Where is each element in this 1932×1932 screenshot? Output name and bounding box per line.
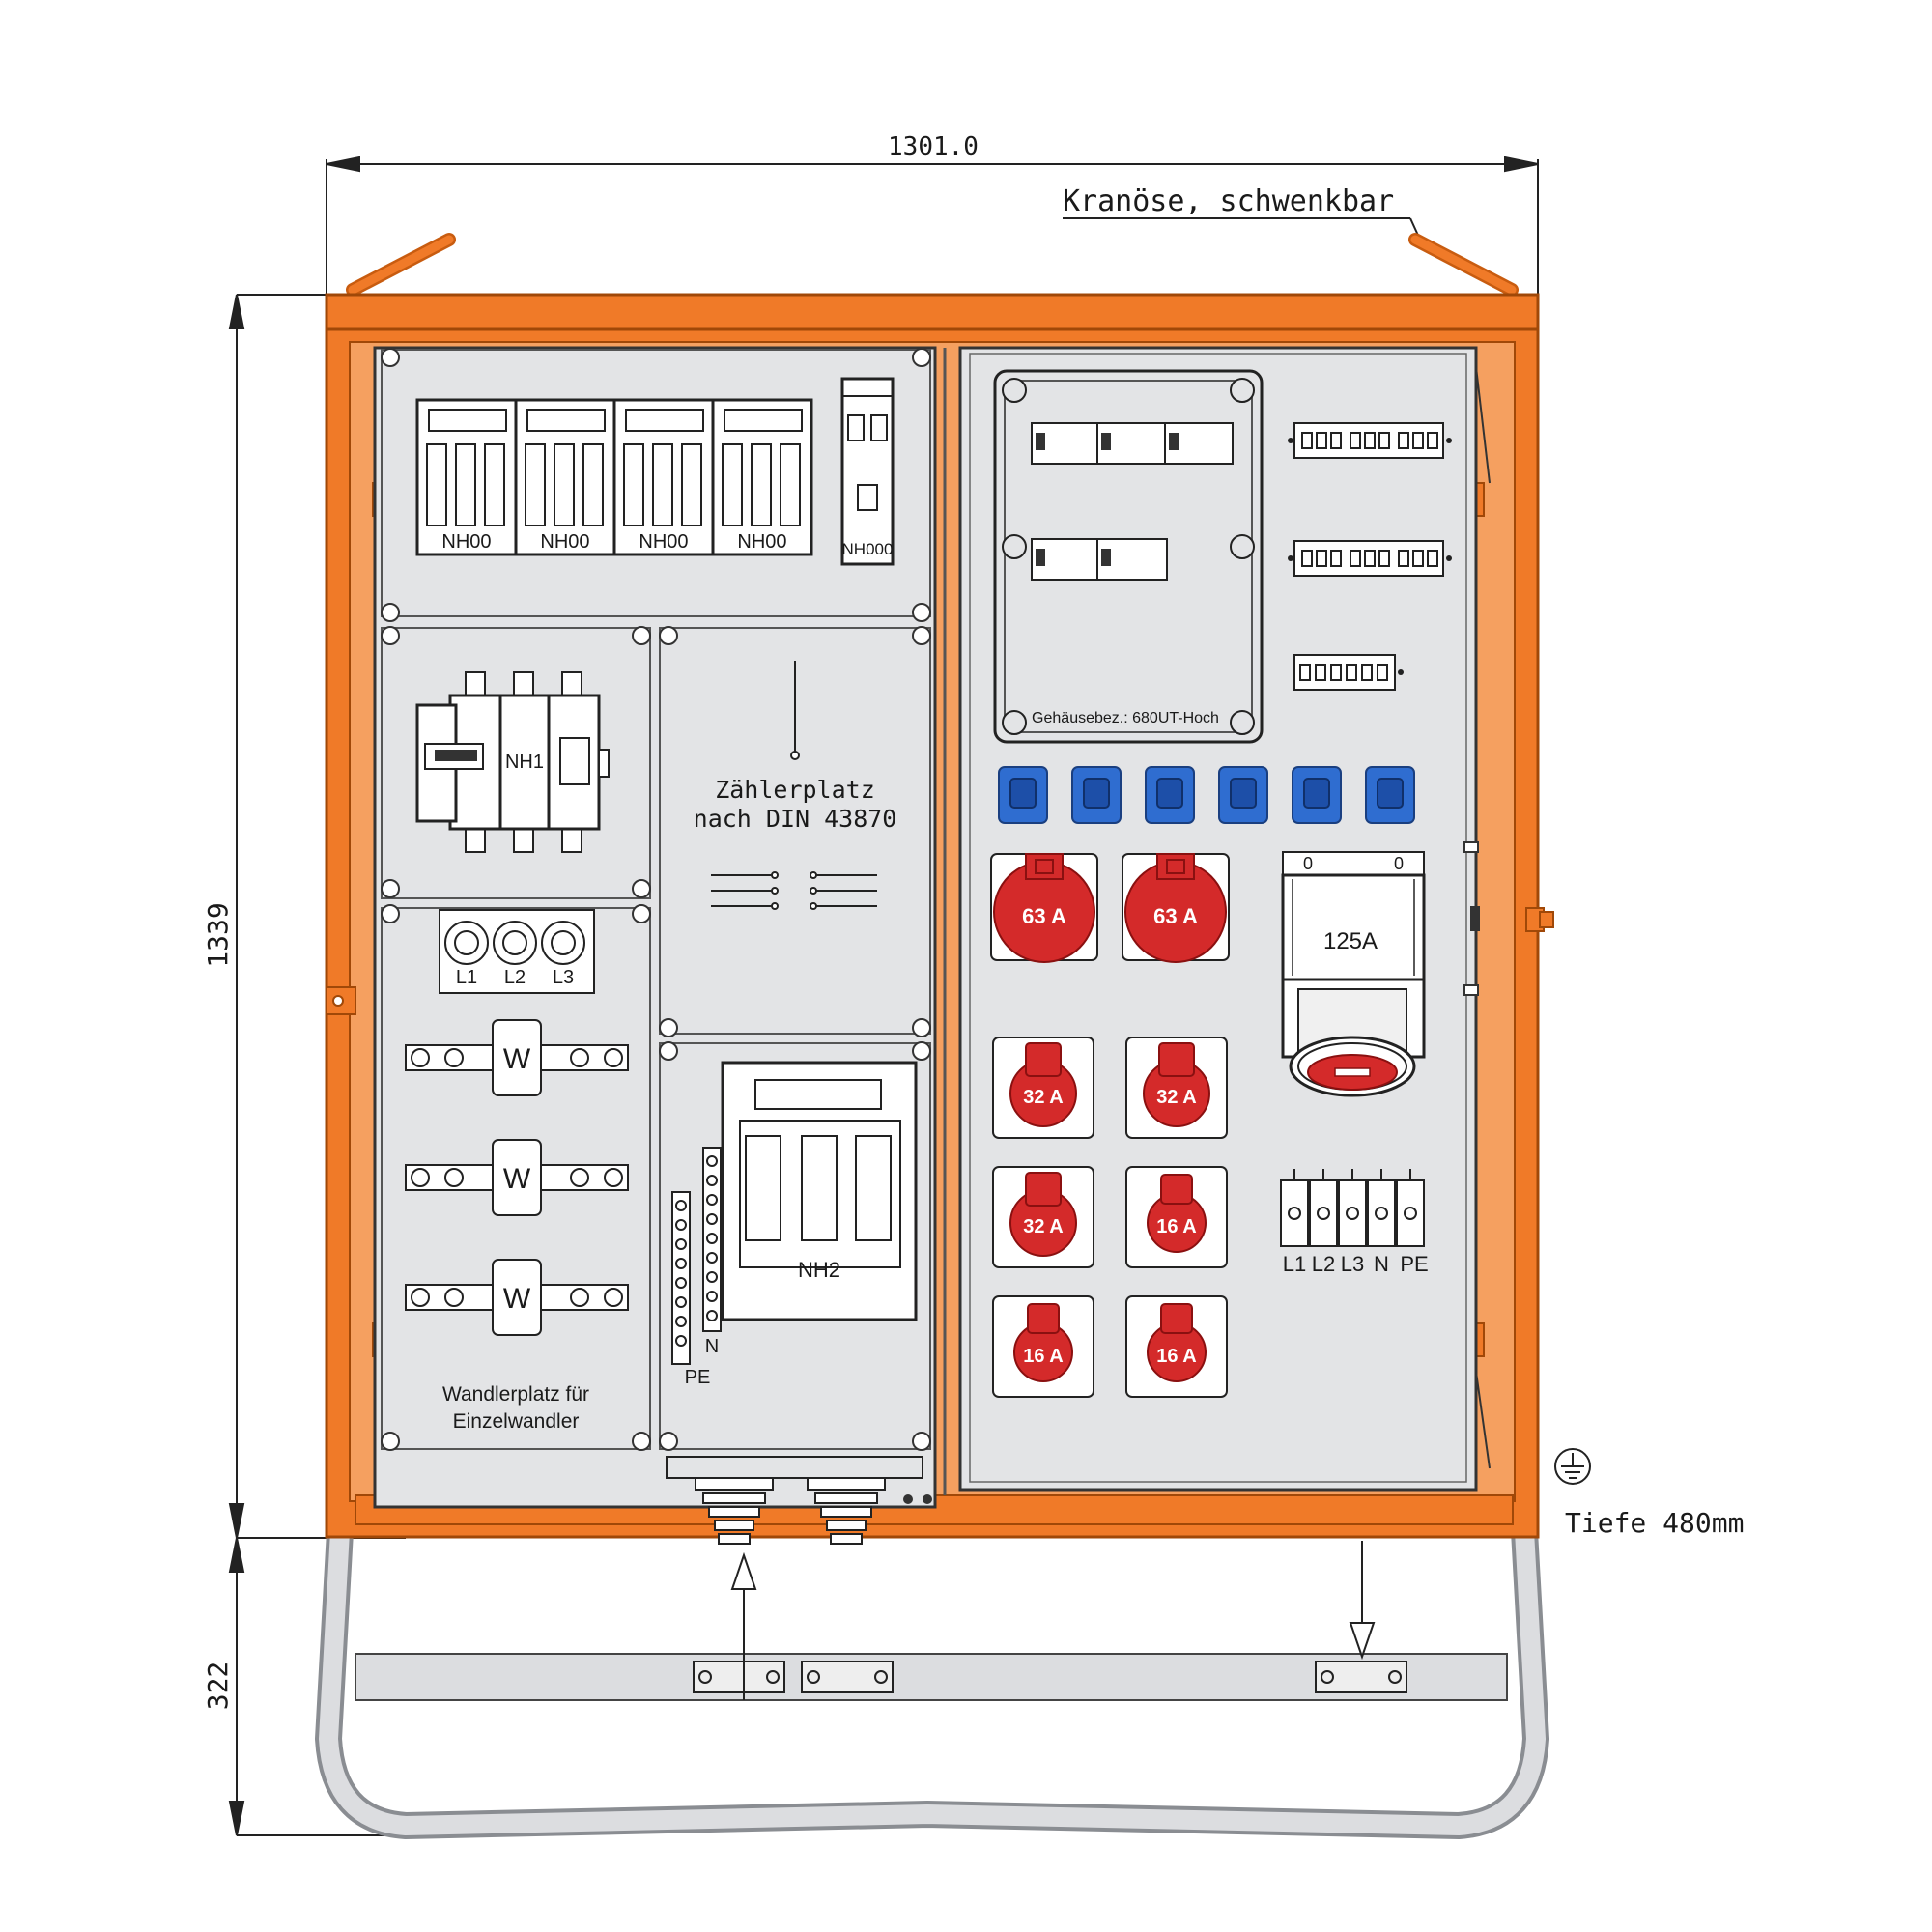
nh00-fuse-group: NH00 NH00 NH00 NH00 — [415, 398, 813, 556]
schuko-socket — [1292, 766, 1342, 824]
cee-rating-label: 32 A — [1023, 1087, 1064, 1108]
cee-socket-125a: 0 0 125A — [1281, 851, 1426, 1097]
schuko-socket — [1365, 766, 1415, 824]
nh00-fuse-base: NH00 — [514, 398, 616, 556]
transformer-place-label-line2: Einzelwandler — [453, 1410, 580, 1433]
cee-socket-32a: 32 A — [992, 1166, 1094, 1268]
terminal-strip — [1288, 422, 1452, 459]
phase-label: L3 — [553, 967, 574, 988]
phase-indicator-lamps: L1 L2 L3 — [439, 909, 595, 994]
meter-place — [711, 661, 877, 910]
schuko-socket-row — [998, 766, 1415, 824]
schuko-socket — [1218, 766, 1268, 824]
crane-eye-label: Kranöse, schwenkbar — [1063, 185, 1394, 218]
cee-socket-32a: 32 A — [1125, 1037, 1228, 1139]
dimension-lines — [228, 156, 1539, 1836]
cee-rating-label: 63 A — [1022, 904, 1066, 928]
terminal-strip — [1288, 540, 1452, 577]
nh2-label: NH2 — [798, 1258, 840, 1282]
switch-mark: 0 — [1394, 854, 1404, 873]
width-dimension-label: 1301.0 — [888, 132, 979, 161]
cee-socket-16a: 16 A — [1125, 1295, 1228, 1398]
meter-place-label-line2: nach DIN 43870 — [694, 805, 897, 833]
transformer-mark: W — [503, 1043, 531, 1075]
nh00-fuse-base: NH00 — [612, 398, 715, 556]
crane-eye-right — [1408, 233, 1519, 297]
cee-socket-63a: 63 A — [990, 853, 1098, 963]
nh00-label: NH00 — [441, 531, 491, 553]
base-height-dimension-label: 322 — [202, 1662, 234, 1711]
depth-label: Tiefe 480mm — [1565, 1507, 1744, 1539]
cable-exit-arrow — [1349, 1541, 1376, 1661]
transformer-mark: W — [503, 1163, 531, 1195]
current-transformer: W — [405, 1139, 629, 1216]
cee-125-rating: 125A — [1323, 928, 1378, 954]
nh00-fuse-base: NH00 — [711, 398, 813, 556]
nh00-label: NH00 — [737, 531, 786, 553]
base-bracket — [1315, 1661, 1407, 1693]
nh00-label: NH00 — [639, 531, 688, 553]
cee-socket-16a: 16 A — [992, 1295, 1094, 1398]
cee-rating-label: 16 A — [1156, 1346, 1197, 1367]
ground-icon — [1554, 1448, 1591, 1485]
door-lock — [1525, 907, 1554, 932]
nh00-fuse-base: NH00 — [415, 398, 518, 556]
nh000-fuse-base: NH000 — [840, 377, 895, 566]
crane-eye-left — [346, 233, 456, 297]
cable-entry-arrow — [730, 1551, 757, 1700]
nh00-label: NH00 — [540, 531, 589, 553]
pe-busbar: PE — [671, 1191, 711, 1388]
cee-socket-63a: 63 A — [1122, 853, 1230, 963]
terminal-label: L2 — [1312, 1252, 1335, 1276]
cee-rating-label: 32 A — [1023, 1216, 1064, 1237]
phase-label: L2 — [504, 967, 526, 988]
hinge — [326, 986, 356, 1015]
base-bracket — [693, 1661, 785, 1693]
n-bus-label: N — [705, 1336, 719, 1357]
housing-label: Gehäusebez.: 680UT-Hoch — [1032, 710, 1219, 726]
current-transformer: W — [405, 1019, 629, 1096]
meter-place-label-line1: Zählerplatz — [715, 776, 875, 804]
cee-rating-label: 63 A — [1153, 904, 1198, 928]
nh1-label: NH1 — [505, 752, 544, 773]
nh1-switch-disconnector: NH1 — [415, 671, 610, 853]
nh2-switch-disconnector: NH2 — [721, 1061, 918, 1321]
cee-socket-16a: 16 A — [1125, 1166, 1228, 1268]
schuko-socket — [1145, 766, 1195, 824]
base-frame — [315, 1530, 1549, 1839]
switch-mark: 0 — [1303, 854, 1313, 873]
transformer-mark: W — [503, 1283, 531, 1315]
transformer-place-label-line1: Wandlerplatz für — [442, 1383, 589, 1406]
nh000-label: NH000 — [842, 540, 894, 558]
cee-rating-label: 16 A — [1023, 1346, 1064, 1367]
terminal-label: L3 — [1341, 1252, 1364, 1276]
cee-socket-32a: 32 A — [992, 1037, 1094, 1139]
n-busbar: N — [702, 1147, 722, 1357]
terminal-label: N — [1374, 1252, 1389, 1276]
terminal-label: L1 — [1283, 1252, 1306, 1276]
crane-eye-leader — [1063, 217, 1421, 241]
base-bracket — [801, 1661, 894, 1693]
panel-screws — [381, 348, 931, 1451]
mcb-row — [1031, 422, 1234, 465]
breaker-enclosure: Gehäusebez.: 680UT-Hoch — [993, 369, 1264, 744]
height-dimension-label: 1339 — [202, 902, 234, 967]
schuko-socket — [998, 766, 1048, 824]
terminal-strip — [1293, 654, 1404, 691]
cable-glands — [666, 1456, 932, 1545]
phase-label: L1 — [456, 967, 477, 988]
pe-bus-label: PE — [685, 1367, 711, 1388]
schuko-socket — [1071, 766, 1122, 824]
outgoing-terminals: L1 L2 L3 N PE — [1280, 1169, 1429, 1276]
current-transformer: W — [405, 1259, 629, 1336]
cee-rating-label: 32 A — [1156, 1087, 1197, 1108]
terminal-label: PE — [1400, 1252, 1428, 1276]
mcb-row — [1031, 538, 1168, 581]
cee-rating-label: 16 A — [1156, 1216, 1197, 1237]
